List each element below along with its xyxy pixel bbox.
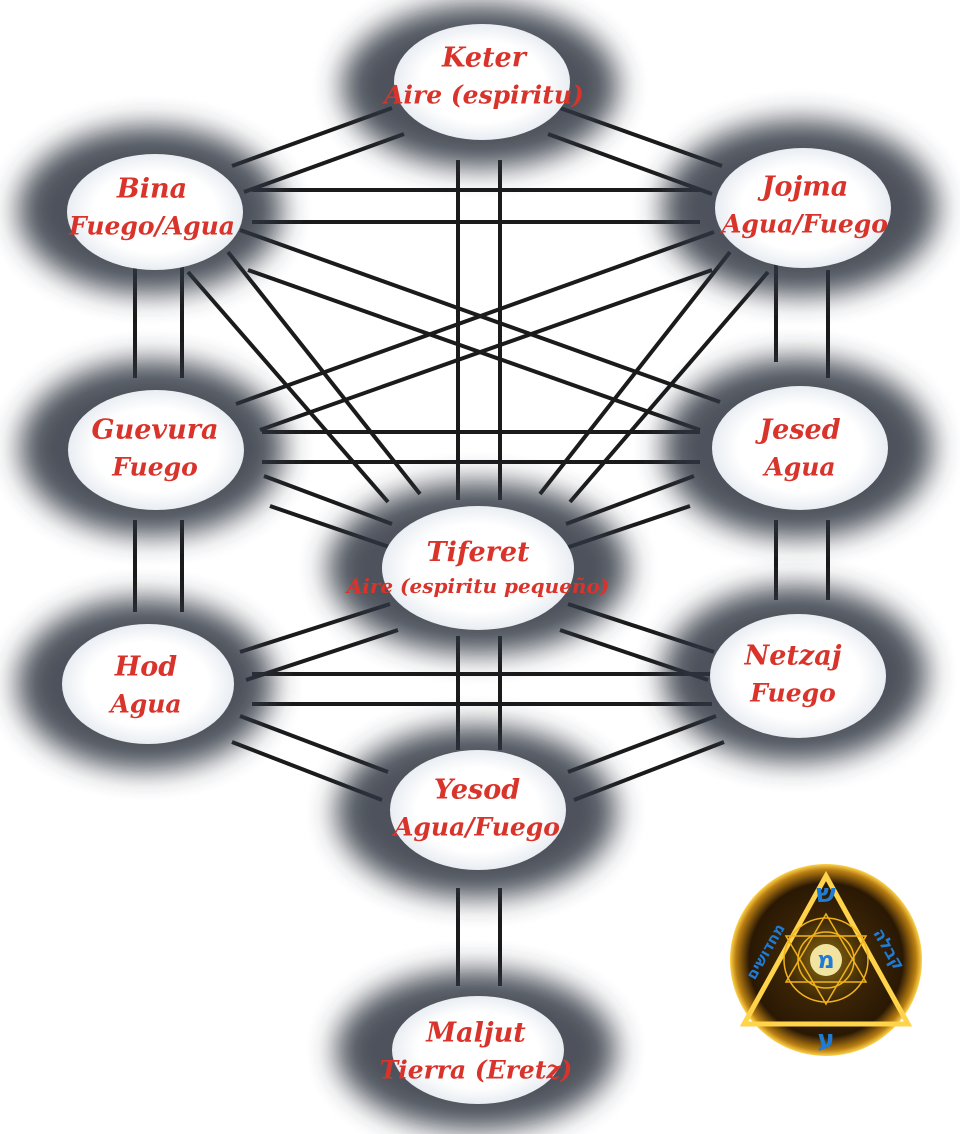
path-jojma-guevura: [236, 232, 714, 430]
path-bina-jojma: [252, 190, 700, 222]
maljut-element: Tierra (Eretz): [380, 1052, 573, 1088]
yesod-name: Yesod: [394, 770, 560, 809]
jojma-element: Agua/Fuego: [722, 206, 888, 242]
tiferet-name: Tiferet: [347, 533, 610, 572]
kabbalah-seal-logo: מ ש ע מחדושים קבלה: [728, 862, 924, 1058]
guevura-name: Guevura: [92, 410, 219, 449]
hod-label: Hod Agua: [110, 647, 181, 722]
hod-element: Agua: [110, 686, 181, 722]
bina-label: Bina Fuego/Agua: [69, 169, 235, 244]
path-bina-jesed: [240, 230, 720, 430]
hod-name: Hod: [110, 647, 181, 686]
bina-name: Bina: [69, 169, 235, 208]
keter-element: Aire (espiritu): [384, 77, 584, 113]
path-keter-tiferet: [458, 160, 500, 500]
seal-bottom-letter: ע: [817, 1025, 834, 1055]
netzaj-label: Netzaj Fuego: [745, 636, 842, 711]
netzaj-name: Netzaj: [745, 636, 842, 675]
maljut-name: Maljut: [380, 1013, 573, 1052]
keter-label: Keter Aire (espiritu): [384, 38, 584, 113]
yesod-element: Agua/Fuego: [394, 809, 560, 845]
jesed-element: Agua: [759, 449, 840, 485]
yesod-label: Yesod Agua/Fuego: [394, 770, 560, 845]
seal-top-letter: ש: [816, 879, 836, 909]
maljut-label: Maljut Tierra (Eretz): [380, 1013, 573, 1088]
tiferet-label: Tiferet Aire (espiritu pequeño): [347, 533, 610, 601]
keter-name: Keter: [384, 38, 584, 77]
path-guevura-jesed: [262, 432, 700, 462]
seal-center-letter: מ: [817, 946, 834, 974]
jojma-name: Jojma: [722, 167, 888, 206]
jesed-name: Jesed: [759, 410, 840, 449]
jesed-label: Jesed Agua: [759, 410, 840, 485]
jojma-label: Jojma Agua/Fuego: [722, 167, 888, 242]
bina-element: Fuego/Agua: [69, 208, 235, 244]
tiferet-element: Aire (espiritu pequeño): [347, 572, 610, 601]
path-hod-netzaj: [252, 674, 712, 704]
guevura-label: Guevura Fuego: [92, 410, 219, 485]
netzaj-element: Fuego: [745, 675, 842, 711]
guevura-element: Fuego: [92, 449, 219, 485]
